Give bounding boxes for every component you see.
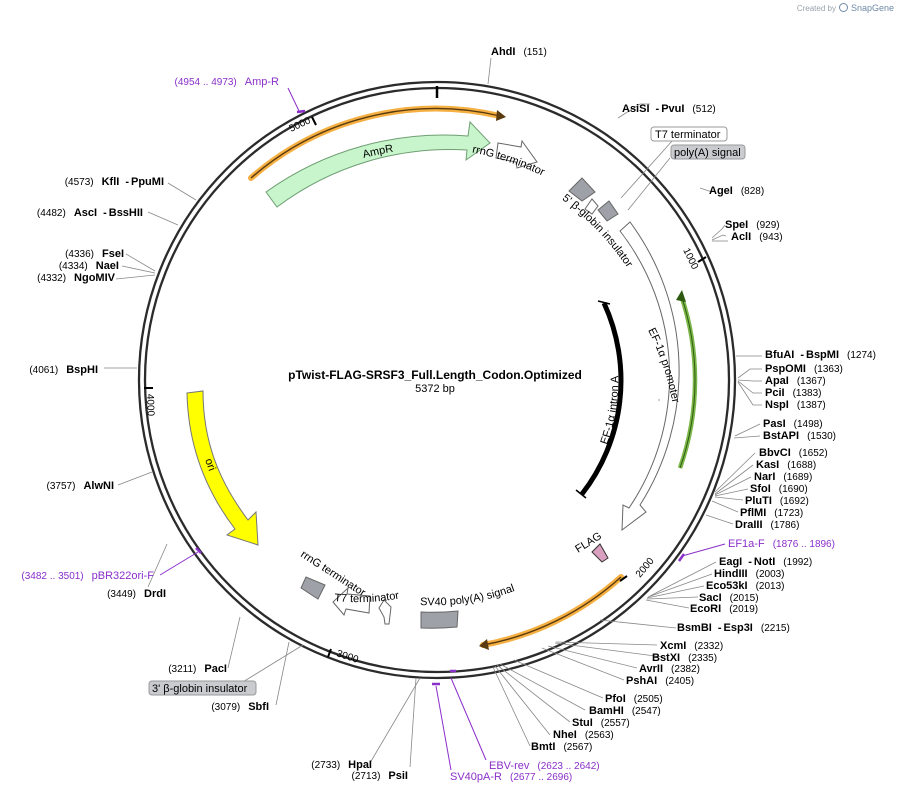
site-paci: (3211)PacI [168,663,227,675]
site-nspi: NspI(1387) [765,399,826,411]
ampr-feature [265,120,491,208]
site-agei: AgeI(828) [709,185,764,197]
site-saci: SacI(2015) [699,592,759,604]
beta-globin-5-feature [568,177,596,202]
flag-feature [591,543,609,563]
site-sbfi: (3079)SbfI [211,701,269,713]
site-pflmi: PflMI(1723) [740,507,803,519]
site-naei: (4334)NaeI [59,260,119,272]
site-bstapi: BstAPI(1530) [763,430,836,442]
site-nari: NarI(1689) [754,471,812,483]
site-asci: (4482)AscI-BssHII [37,207,143,219]
site-bsmbi: BsmBI-Esp3I(2215) [677,622,790,634]
svg-text:poly(A) signal: poly(A) signal [674,147,741,159]
svg-text:3' β-globin insulator: 3' β-globin insulator [152,683,248,695]
t7-terminator-bottom-feature [378,599,392,625]
snapgene-credit: Created by SnapGene [797,3,894,13]
site-apai: ApaI(1367) [765,375,826,387]
site-fsei: (4336)FseI [65,248,124,260]
ori-feature [186,390,259,546]
primer-sv40pa-r: SV40pA-R(2677 .. 2696) [450,771,572,783]
rrng-terminator-feature [495,139,538,169]
site-pcii: PciI(1383) [765,387,821,399]
t7-terminator-box: T7 terminator [650,126,728,142]
plasmid-name: pTwist-FLAG-SRSF3_Full.Length_Codon.Opti… [288,368,582,382]
site-bmti: BmtI(2567) [531,741,592,753]
site-psii: (2713)PsiI [352,770,408,782]
poly-a-feature [597,200,619,222]
site-bbvci: BbvCI(1652) [759,447,828,459]
sv40-binding-line [482,576,622,646]
credit-brand: SnapGene [850,3,894,13]
site-ngomiv: (4332)NgoMIV [37,272,116,284]
ef1a-promoter-feature [619,221,680,532]
ef1a-intron-label: EF-1α intron A [599,375,622,446]
site-xcmi: XcmI(2332) [660,640,723,652]
site-spei: SpeI(929) [725,219,780,231]
site-kfli: (4573)KflI-PpuMI [65,176,164,188]
site-drdi: (3449)DrdI [107,588,166,600]
ef1a-f-binding-line [679,294,696,469]
site-bstxi: BstXI(2335) [652,652,717,664]
site-pshai: PshAI(2405) [626,675,694,687]
site-pfoi: PfoI(2505) [605,693,663,705]
site-bamhi: BamHI(2547) [589,705,661,717]
site-kasi: KasI(1688) [756,459,816,471]
leader-lines [104,57,762,768]
site-acli: AclI(943) [731,231,783,243]
site-draiii: DraIII(1786) [735,519,799,531]
site-nhei: NheI(2563) [553,729,614,741]
site-asisi: AsiSI-PvuI(512) [622,103,716,115]
intron-start-tick [597,300,611,305]
site-eco53ki: Eco53kI(2013) [706,580,785,592]
primer-amp-r: (4954 .. 4973)Amp-R [175,76,280,88]
amp-r-arrowhead [496,110,506,121]
primer-ef1a-f: EF1a-F(1876 .. 1896) [728,538,835,550]
rrng-terminator-bottom-feature [300,576,326,600]
site-alwni: (3757)AlwNI [47,480,114,492]
tick-5000: 5000 [288,115,313,135]
primer-marks [195,109,686,686]
svg-text:T7 terminator: T7 terminator [655,129,721,141]
primer-ebv-rev: EBV-rev(2623 .. 2642) [489,760,600,772]
primer-leaders [159,87,726,771]
ef1a-intron-feature [580,301,624,496]
site-stui: StuI(2557) [572,717,630,729]
t7-terminator-top-feature [584,198,599,215]
beta-globin-3-box: 3' β-globin insulator [148,680,257,696]
amp-r-binding-line [250,107,501,179]
site-pluti: PluTI(1692) [745,495,809,507]
ef1a-f-arrowhead [676,290,686,302]
poly-a-signal-box: poly(A) signal [670,144,746,160]
site-hindiii: HindIII(2003) [714,568,785,580]
tick-4000: 4000 [144,394,156,417]
site-bfuai: BfuAI-BspMI(1274) [765,349,876,361]
plasmid-size: 5372 bp [415,383,455,395]
site-avrii: AvrII(2382) [639,663,700,675]
snapgene-logo-icon [838,3,848,12]
site-bsphi: (4061)BspHI [29,364,98,376]
ori-label: ori [202,457,217,473]
sv40-arrowhead [479,639,489,650]
intron-end-tick [575,489,587,499]
t7-terminator-bottom-arrow [332,586,371,617]
site-eagi: EagI-NotI(1992) [719,556,812,568]
primer-pbr322ori-f: (3482 .. 3501)pBR322ori-F [21,570,154,582]
tick-1000: 1000 [680,246,700,271]
site-ahdi: AhdI(151) [491,46,547,58]
sv40-feature [420,610,459,629]
t7-terminator-bottom-label: T7 terminator [334,590,400,606]
site-hpai: (2733)HpaI [311,759,372,771]
site-pasi: PasI(1498) [763,418,823,430]
sv40-label: SV40 poly(A) signal [420,582,516,608]
site-sfoi: SfoI(1690) [750,483,808,495]
credit-text: Created by [796,4,836,13]
site-pspomi: PspOMI(1363) [765,363,843,375]
site-ecori: EcoRI(2019) [690,603,758,615]
